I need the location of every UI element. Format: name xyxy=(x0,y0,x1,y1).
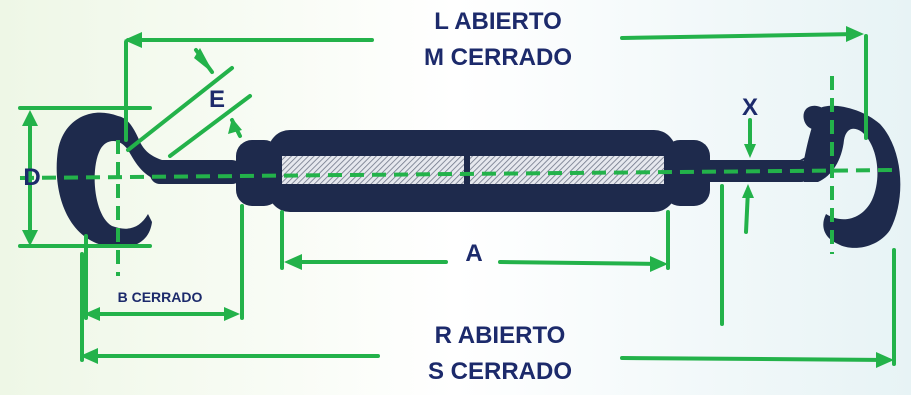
dim-e-1 xyxy=(126,66,234,152)
arrow-l-right xyxy=(846,26,864,42)
right-hook-body xyxy=(804,105,901,248)
dim-r-right xyxy=(620,356,890,362)
arrow-d-bottom xyxy=(22,230,38,246)
label-a: A xyxy=(465,240,483,267)
thread-right xyxy=(470,156,664,184)
label-x: X xyxy=(741,94,758,121)
center-lines xyxy=(19,76,897,276)
dimension-lines xyxy=(18,26,896,368)
dim-l-right xyxy=(620,32,860,40)
arrow-x-bottom xyxy=(742,184,754,198)
left-shank xyxy=(150,160,242,184)
left-hook xyxy=(56,112,210,248)
dim-a-right xyxy=(498,260,664,266)
centerline-horizontal xyxy=(19,168,897,180)
label-b-cerrado: B CERRADO xyxy=(117,289,203,305)
label-d: D xyxy=(23,164,41,191)
arrow-r-left xyxy=(80,348,98,364)
thread-left xyxy=(282,156,464,184)
arrow-x-top xyxy=(744,144,756,158)
arrow-b-left xyxy=(84,307,100,321)
label-l-abierto: L ABIERTO xyxy=(434,8,562,35)
label-e: E xyxy=(208,86,225,113)
arrow-b-right xyxy=(224,307,240,321)
label-r-abierto: R ABIERTO xyxy=(434,322,566,349)
arrow-a-right xyxy=(650,256,668,272)
arrow-d-top xyxy=(22,110,38,126)
arrow-a-left xyxy=(284,254,302,270)
dim-e-top-stem xyxy=(194,48,214,74)
label-s-cerrado: S CERRADO xyxy=(427,358,572,385)
dim-e-2 xyxy=(168,94,252,158)
label-m-cerrado: M CERRADO xyxy=(424,44,572,71)
arrow-r-right xyxy=(876,352,894,368)
arrow-e-bottom xyxy=(228,118,242,134)
arrow-l-left xyxy=(124,32,142,48)
